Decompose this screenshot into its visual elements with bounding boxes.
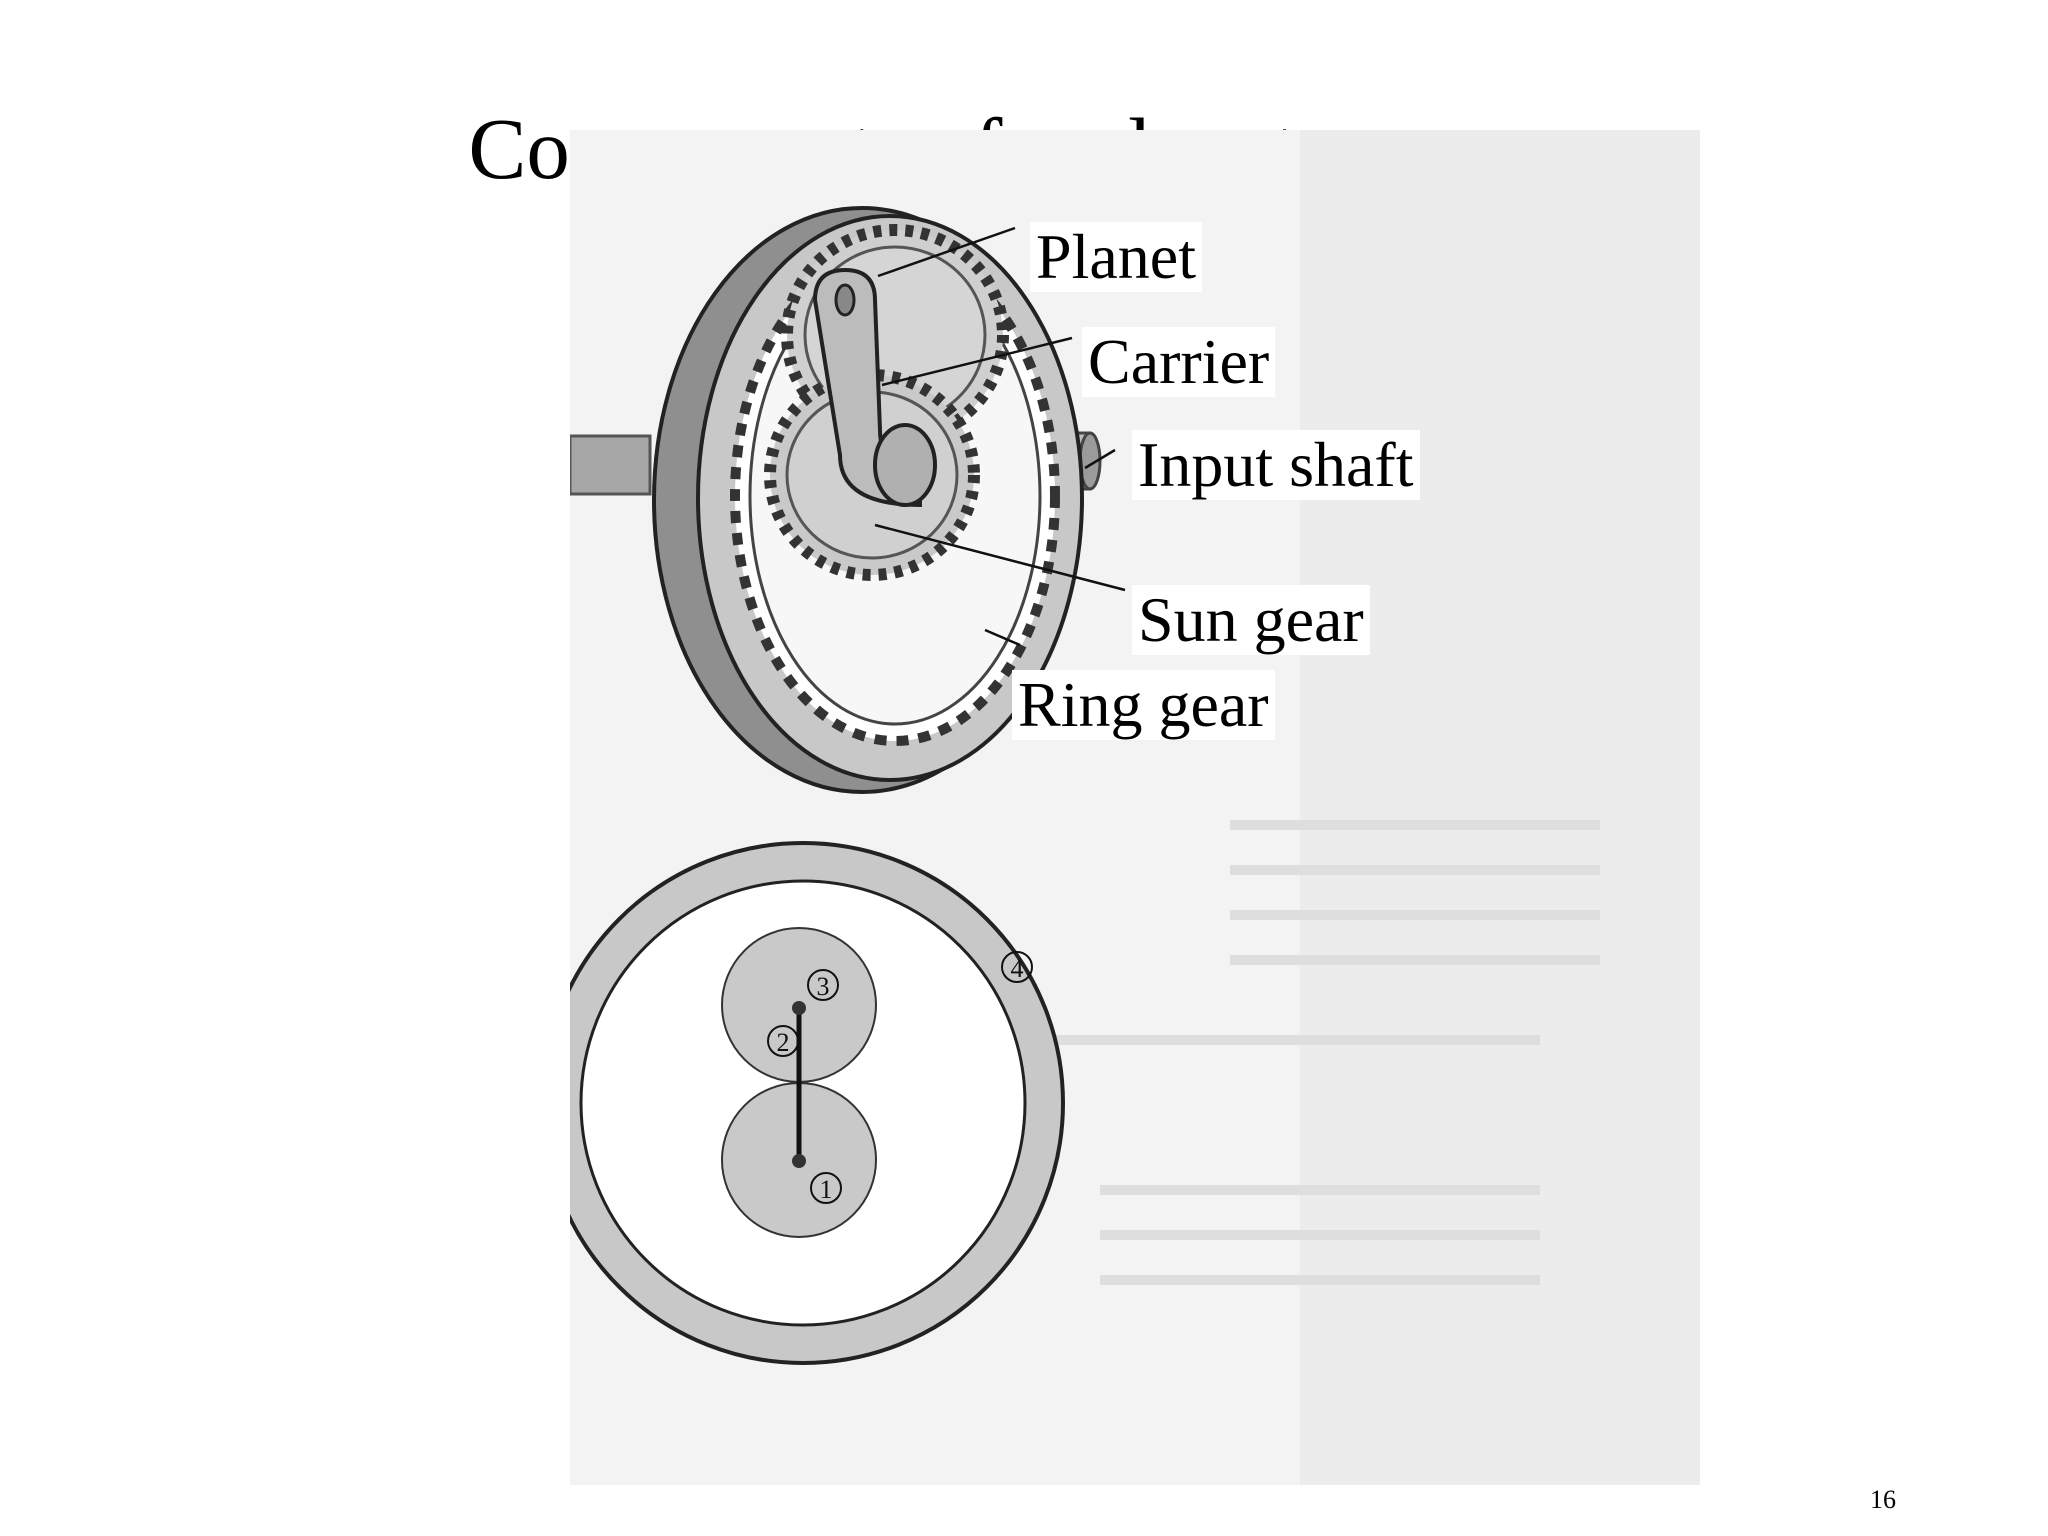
gear-number-4: 4 bbox=[1011, 954, 1024, 983]
leader-input-shaft bbox=[1084, 448, 1116, 470]
gear-number-circle-3 bbox=[807, 969, 839, 1001]
leader-sun-gear bbox=[874, 523, 1126, 592]
gear-number-2: 2 bbox=[777, 1028, 790, 1057]
carrier-drawing bbox=[812, 267, 937, 508]
label-input-shaft: Input shaft bbox=[1132, 429, 1420, 501]
schematic-pin-sun bbox=[792, 1154, 806, 1168]
faint-text-bleed bbox=[1000, 820, 1600, 1285]
schematic-drawing: 1 2 3 4 bbox=[570, 841, 1065, 1365]
carrier-pin bbox=[834, 283, 856, 317]
leader-planet bbox=[877, 226, 1016, 278]
schematic-pin-planet bbox=[792, 1001, 806, 1015]
gear-number-3: 3 bbox=[817, 972, 830, 1001]
carrier-hub bbox=[873, 423, 937, 507]
gear-number-circle-1 bbox=[810, 1172, 842, 1204]
shaft-left bbox=[570, 434, 652, 496]
leader-ring-gear bbox=[984, 628, 1021, 647]
leader-carrier bbox=[881, 336, 1073, 387]
gear-number-circle-2 bbox=[767, 1025, 799, 1057]
label-sun-gear: Sun gear bbox=[1132, 584, 1370, 656]
label-planet: Planet bbox=[1030, 221, 1202, 293]
gear-number-circle-4 bbox=[1001, 951, 1033, 983]
label-ring-gear: Ring gear bbox=[1012, 669, 1275, 741]
label-carrier: Carrier bbox=[1082, 326, 1276, 398]
scan-shade-right bbox=[1300, 130, 1700, 1485]
gear-number-1: 1 bbox=[820, 1175, 833, 1204]
page-number: 16 bbox=[1870, 1485, 1896, 1514]
leader-lines bbox=[874, 226, 1126, 647]
